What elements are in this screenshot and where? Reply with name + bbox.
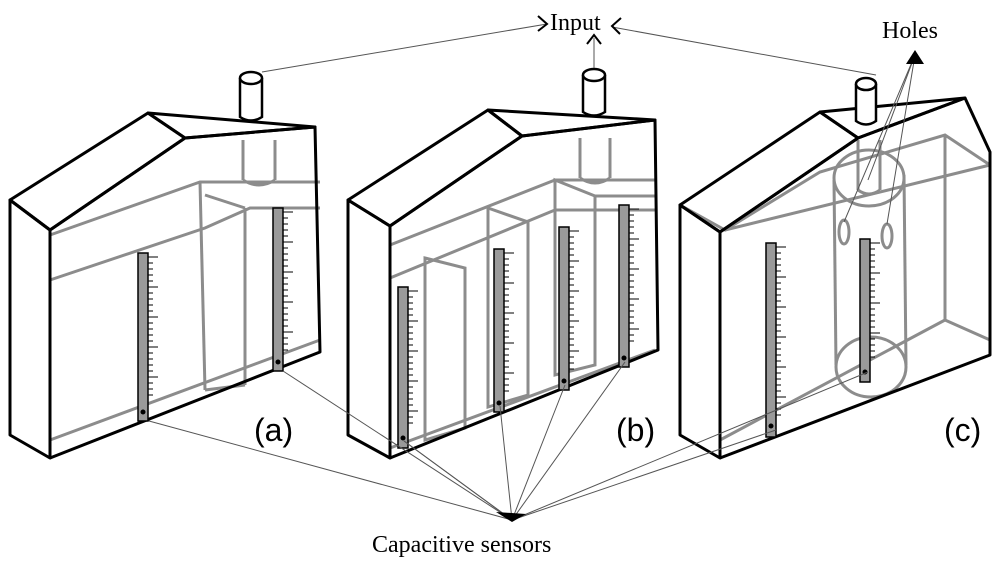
pointer-lines [148,23,916,521]
sensor-electrode-dot [496,400,502,406]
panel-a-input-pipe [238,70,264,122]
sensor-electrode-dot [621,355,627,361]
sensor-body [137,252,149,422]
panel-c-sensor-2 [859,238,880,383]
sensor-electrode-dot [140,409,146,415]
panel-c-caption: (c) [944,412,981,448]
panel-b-sensor-3 [558,226,579,391]
sensor-body [859,238,871,383]
sensor-body [765,242,777,438]
sensor-body [493,248,505,413]
panel-b-sensor-4 [618,204,639,368]
input-arrow-right [610,17,622,35]
panel-a-inner-lines [49,140,321,442]
panel-b-caption: (b) [616,412,655,448]
panel-a-caption: (a) [254,412,293,448]
capacitive-sensors-arrowhead [496,512,526,522]
panel-b: (b) [346,67,660,460]
sensor-electrode-dot [561,378,567,384]
panel-c-tank-outline [678,96,992,460]
holes-label: Holes [882,18,938,44]
sensor-body [558,226,570,391]
sensor-body [618,204,630,368]
panel-b-input-pipe [581,67,607,117]
input-arrow-up [586,33,602,45]
input-arrow-left [537,15,549,32]
panel-a-sensor-1 [137,252,158,422]
sensor-electrode-dot [275,359,281,365]
sensor-body [397,286,409,449]
panel-c-sensor-1 [765,242,786,438]
panel-a-tank-outline [8,111,322,460]
holes-arrowhead [906,50,924,64]
panel-b-sensor-2 [493,248,514,413]
arrowheads [537,15,622,45]
capacitive-sensors-label: Capacitive sensors [372,532,551,558]
panel-c: (c) [678,76,992,460]
sensor-electrode-dot [400,435,406,441]
sensor-body [272,207,284,372]
panel-c-inner-lines [679,133,991,442]
panel-b-inner-lines [389,138,656,450]
panel-a: (a) [8,70,322,460]
panel-a-sensor-2 [272,207,293,372]
input-label: Input [550,10,601,36]
sensor-electrode-dot [768,423,774,429]
panel-c-input-pipe [854,76,878,126]
panel-b-sensor-1 [397,286,418,449]
